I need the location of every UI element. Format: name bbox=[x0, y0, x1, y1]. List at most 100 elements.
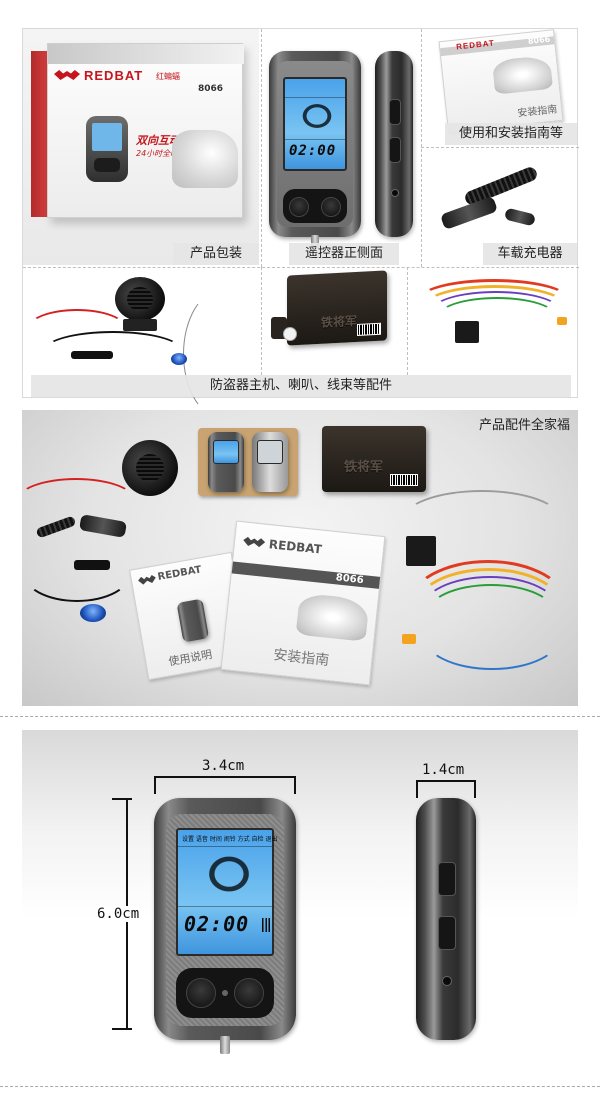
wire bbox=[422, 600, 562, 670]
caption-packaging: 产品包装 bbox=[173, 243, 259, 265]
relay bbox=[406, 536, 436, 566]
remote-front-large: 设置 语音 时间 闹铃 方式 自检 退出 02:00 bbox=[154, 798, 296, 1054]
fuse-holder bbox=[557, 317, 567, 325]
wire bbox=[22, 542, 132, 602]
box-model: 8066 bbox=[198, 84, 224, 94]
divider bbox=[421, 29, 422, 267]
unlock-icon bbox=[321, 197, 341, 217]
remote-side bbox=[375, 51, 413, 237]
caption-manual: 使用和安装指南等 bbox=[445, 123, 577, 145]
side-button bbox=[438, 862, 456, 896]
barcode bbox=[390, 474, 418, 486]
divider bbox=[407, 267, 408, 375]
lcd-screen bbox=[213, 440, 239, 464]
fuse-holder bbox=[402, 634, 416, 644]
led-indicator bbox=[222, 990, 228, 996]
manual-booklet: REDBAT 8066 安装指南 bbox=[438, 29, 564, 133]
wire bbox=[402, 490, 562, 550]
manual-remote-image bbox=[176, 598, 210, 643]
box-side bbox=[31, 51, 49, 217]
manual-title: 安装指南 bbox=[272, 647, 330, 669]
installation-guide: REDBAT 8066 安装指南 bbox=[220, 520, 386, 686]
lcd-screen: 设置 语音 时间 闹铃 方式 自检 退出 02:00 bbox=[176, 828, 278, 956]
lcd-screen bbox=[257, 440, 283, 464]
cigarette-plug bbox=[78, 514, 128, 538]
box-top-band bbox=[48, 44, 244, 64]
led-sensor bbox=[171, 353, 187, 365]
box-brand-cn: 红蝙蝠 bbox=[156, 72, 180, 81]
wire bbox=[437, 297, 557, 337]
antenna bbox=[311, 235, 319, 249]
wire bbox=[414, 568, 564, 648]
divider bbox=[421, 147, 579, 148]
family-photo-title: 产品配件全家福 bbox=[478, 418, 570, 433]
wire bbox=[426, 584, 556, 644]
side-button bbox=[389, 99, 401, 125]
main-unit-emboss: 铁将军 bbox=[344, 460, 384, 475]
box-subtagline: 24小时全时监控 bbox=[136, 149, 195, 158]
width-dimension-line bbox=[154, 776, 296, 778]
remote-secondary bbox=[252, 432, 288, 492]
width-label: 3.4cm bbox=[202, 758, 245, 774]
barcode bbox=[357, 322, 381, 336]
relay bbox=[455, 321, 479, 343]
remote-side-large bbox=[416, 798, 476, 1040]
caption-accessories: 防盗器主机、喇叭、线束等配件 bbox=[31, 375, 571, 397]
charge-port bbox=[391, 189, 399, 197]
siren-speaker bbox=[115, 277, 165, 321]
manual-brand: REDBAT bbox=[268, 537, 323, 557]
manual-car-image bbox=[295, 592, 370, 642]
charger-photo: 车载充电器 bbox=[423, 149, 579, 267]
lcd-menu: 设置 语音 时间 闹铃 方式 自检 退出 bbox=[182, 836, 278, 843]
caption-charger: 车载充电器 bbox=[483, 243, 577, 265]
divider bbox=[261, 267, 262, 375]
depth-label: 1.4cm bbox=[422, 762, 465, 778]
divider bbox=[261, 29, 262, 267]
manuals-photo: REDBAT 8066 安装指南 使用和安装指南等 bbox=[423, 29, 579, 147]
manual-car-image bbox=[491, 54, 554, 95]
manual-title: 安装指南 bbox=[516, 104, 558, 120]
wire-module bbox=[71, 351, 113, 359]
dimension-tick bbox=[416, 780, 418, 798]
car-icon bbox=[299, 101, 335, 131]
button-pad bbox=[176, 968, 274, 1018]
wire bbox=[431, 291, 561, 331]
alarm-main-unit: 铁将军 bbox=[322, 426, 426, 492]
siren-antenna-photo bbox=[23, 269, 261, 419]
remote-front: 02:00 bbox=[269, 51, 361, 249]
dimension-tick bbox=[112, 1028, 132, 1030]
product-box: REDBAT 红蝙蝠 8066 双向互动 24小时全时监控 bbox=[47, 43, 244, 218]
main-unit-photo: 铁将军 bbox=[263, 269, 407, 375]
remote-views-photo: 02:00 遥控器正侧面 bbox=[263, 29, 421, 267]
lock-icon bbox=[186, 978, 216, 1008]
unlock-icon bbox=[234, 978, 264, 1008]
wire bbox=[27, 309, 127, 349]
lcd-time: 02:00 bbox=[289, 143, 337, 159]
dimensions-panel: 3.4cm 6.0cm 1.4cm 设置 语音 时间 闹铃 方式 自检 退出 0… bbox=[22, 730, 578, 1072]
wire bbox=[425, 285, 565, 325]
wire bbox=[408, 560, 568, 650]
dimension-tick bbox=[294, 776, 296, 794]
harness-photo bbox=[409, 269, 579, 375]
alarm-main-unit: 铁将军 bbox=[287, 270, 387, 346]
box-car-image bbox=[172, 130, 238, 188]
manual-brand: REDBAT bbox=[156, 564, 203, 583]
section-divider bbox=[0, 1086, 600, 1087]
bat-logo-icon bbox=[138, 574, 157, 585]
charge-port bbox=[442, 976, 452, 986]
wire bbox=[43, 331, 183, 371]
height-label: 6.0cm bbox=[96, 906, 141, 922]
caption-remote-views: 遥控器正侧面 bbox=[289, 243, 399, 265]
lcd-screen: 02:00 bbox=[283, 77, 347, 171]
antenna-wire bbox=[183, 289, 263, 419]
dimension-tick bbox=[112, 798, 132, 800]
remote-front bbox=[208, 432, 244, 492]
bat-logo-icon bbox=[54, 70, 80, 80]
signal-icon bbox=[260, 918, 270, 932]
bat-logo-icon bbox=[243, 536, 266, 547]
antenna bbox=[220, 1036, 230, 1054]
siren-speaker bbox=[122, 440, 178, 496]
dimension-tick bbox=[154, 776, 156, 794]
product-overview-grid: REDBAT 红蝙蝠 8066 双向互动 24小时全时监控 产品包装 bbox=[22, 28, 579, 419]
